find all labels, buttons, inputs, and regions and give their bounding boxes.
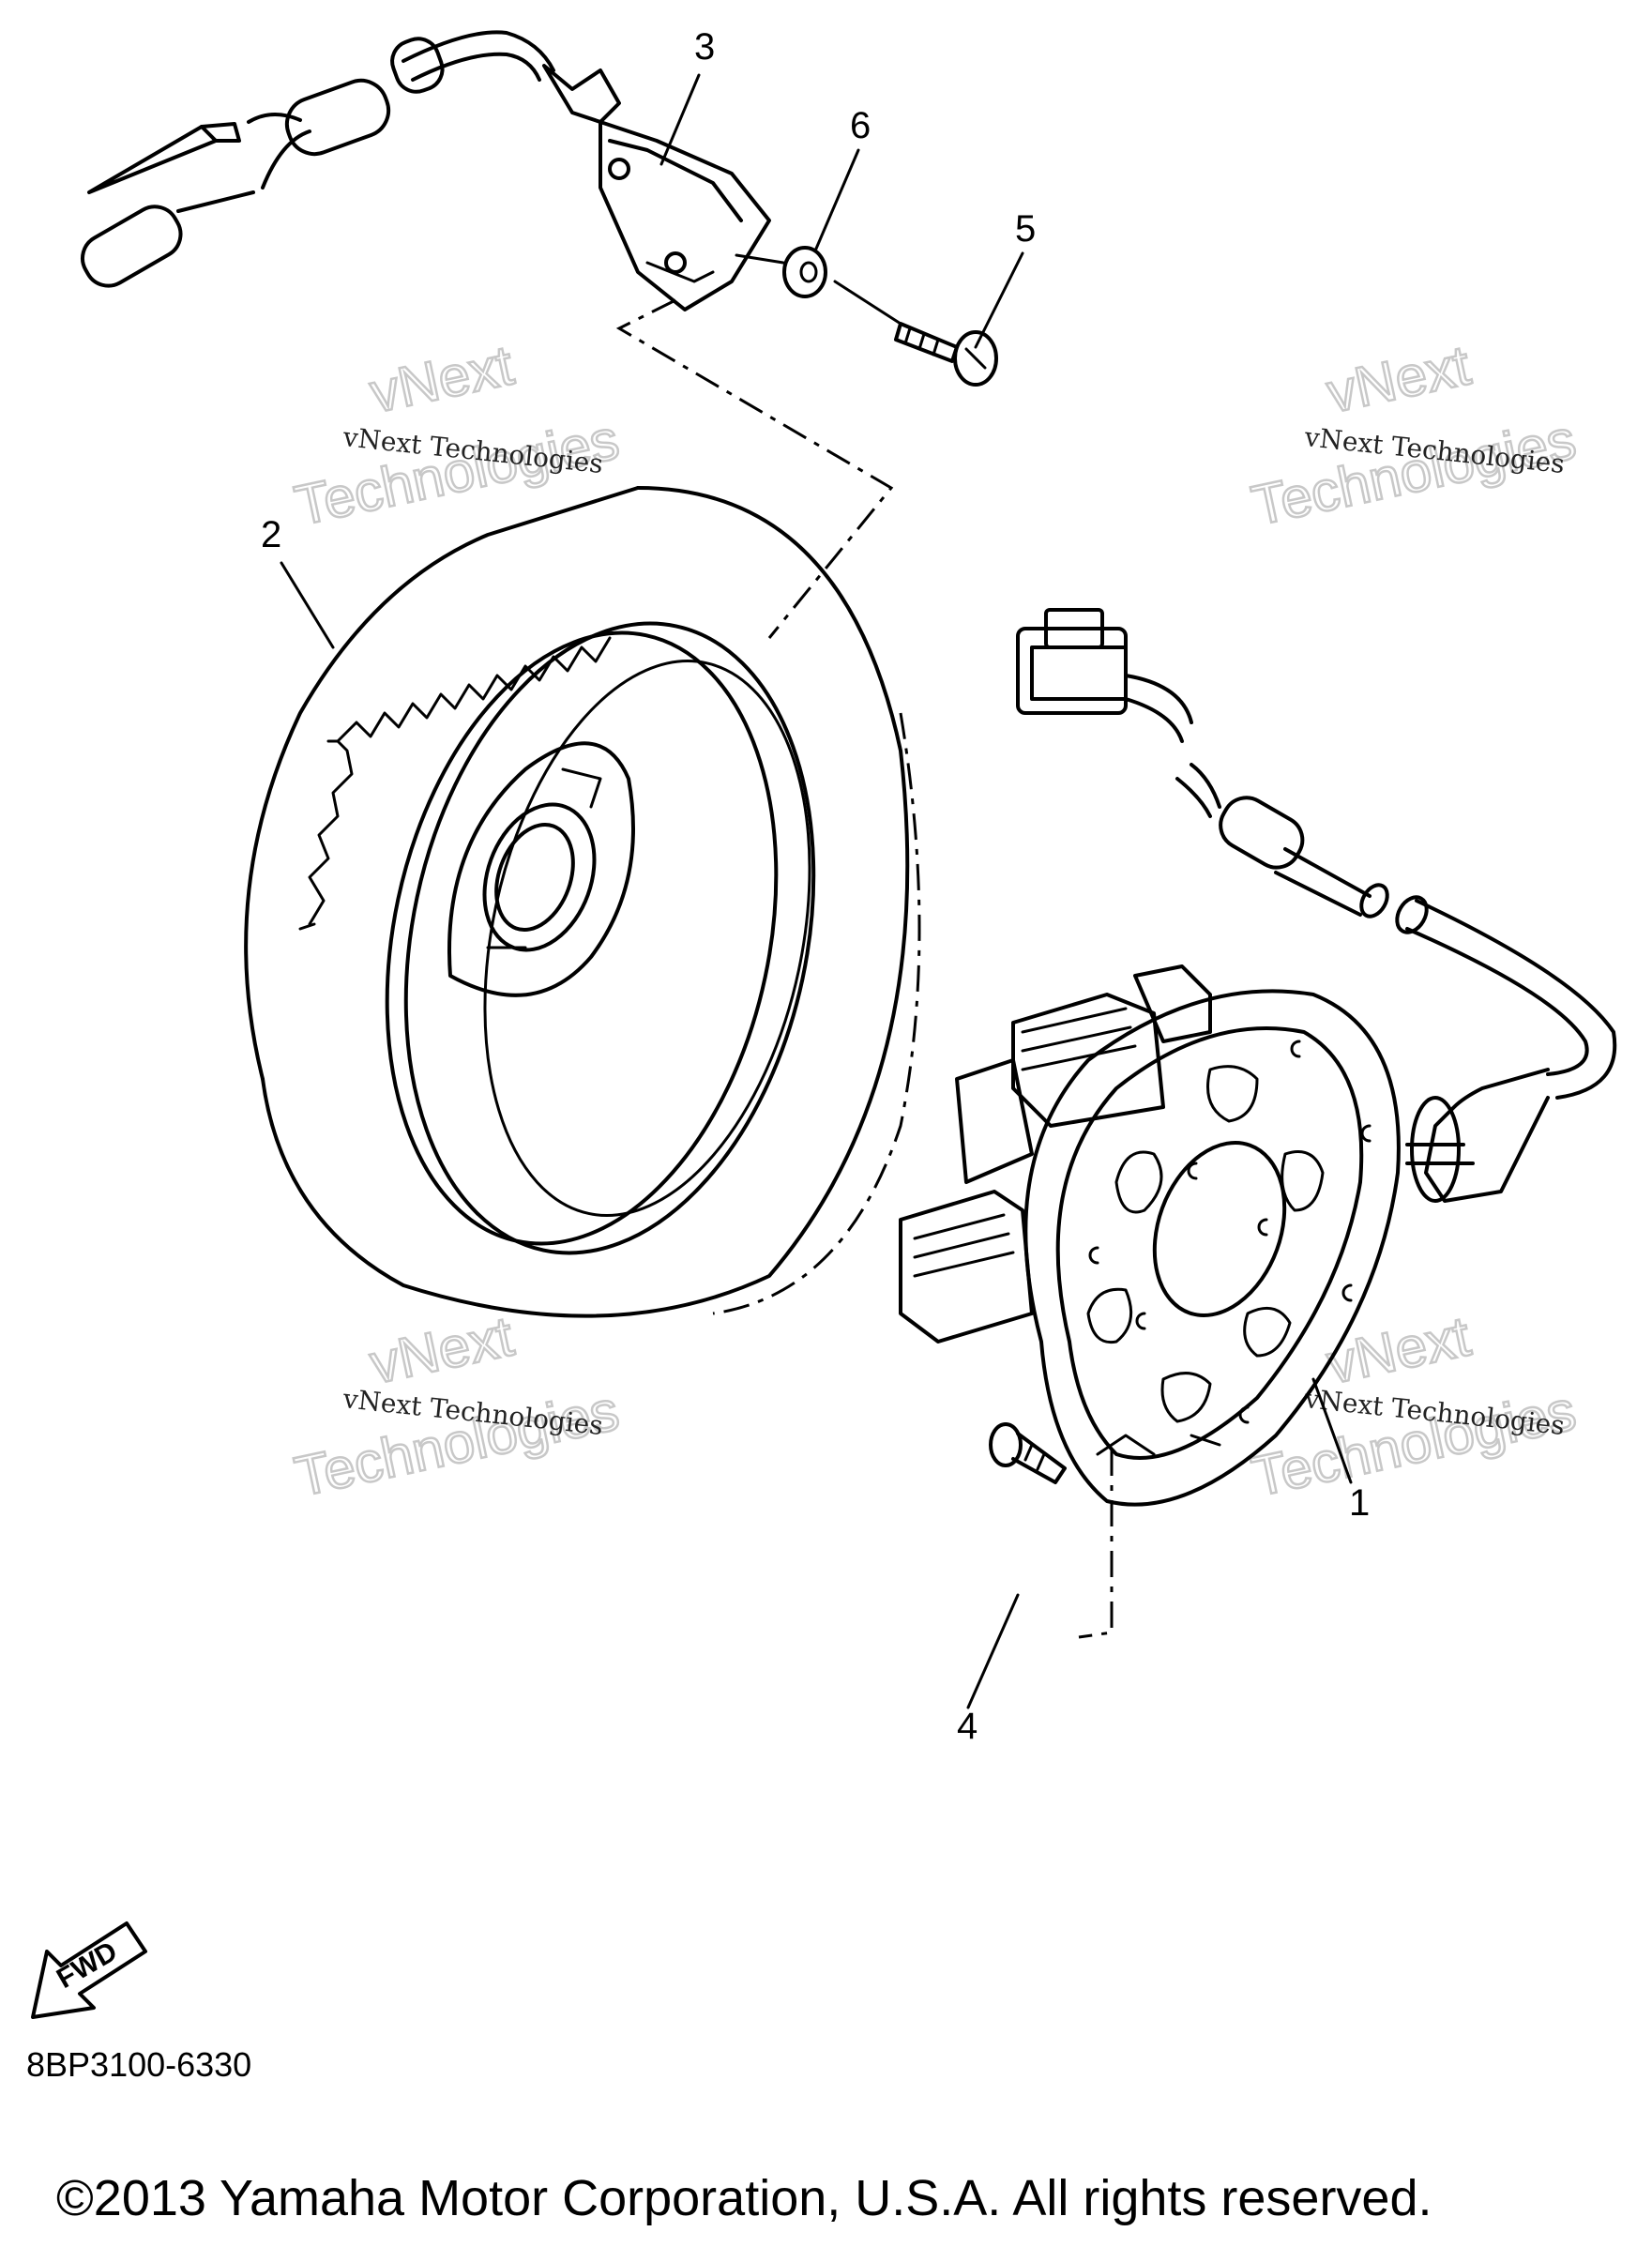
flywheel-drawing — [244, 486, 921, 1318]
callout-1: 1 — [1349, 1482, 1371, 1524]
svg-text:vNext: vNext — [365, 333, 519, 424]
callout-2: 2 — [261, 514, 282, 555]
svg-text:vNext: vNext — [365, 1304, 519, 1395]
copyright-notice: ©2013 Yamaha Motor Corporation, U.S.A. A… — [56, 2170, 1432, 2226]
svg-text:vNext: vNext — [1322, 333, 1476, 424]
screw-drawing — [989, 1422, 1067, 1484]
leader-lines — [280, 73, 1353, 1709]
callout-5: 5 — [1015, 208, 1037, 250]
bolt-drawing — [894, 322, 998, 387]
washer-drawing — [782, 246, 827, 298]
callout-6: 6 — [850, 105, 871, 146]
fwd-arrow-icon: FWD — [31, 1921, 147, 2019]
stator-drawing — [899, 608, 1617, 1507]
pickup-coil-drawing — [81, 30, 771, 311]
watermark-bottom-left: vNext Technologies vNext Technologies — [289, 1303, 626, 1510]
svg-text:FWD: FWD — [52, 1936, 123, 1995]
svg-text:vNext: vNext — [1322, 1304, 1476, 1395]
callout-4: 4 — [957, 1706, 978, 1747]
diagram-code: 8BP3100-6330 — [26, 2045, 252, 2084]
watermark-top-right: vNext Technologies vNext Technologies — [1246, 332, 1583, 539]
callout-3: 3 — [694, 26, 716, 68]
watermark-bottom-right: vNext Technologies vNext Technologies — [1246, 1303, 1583, 1510]
